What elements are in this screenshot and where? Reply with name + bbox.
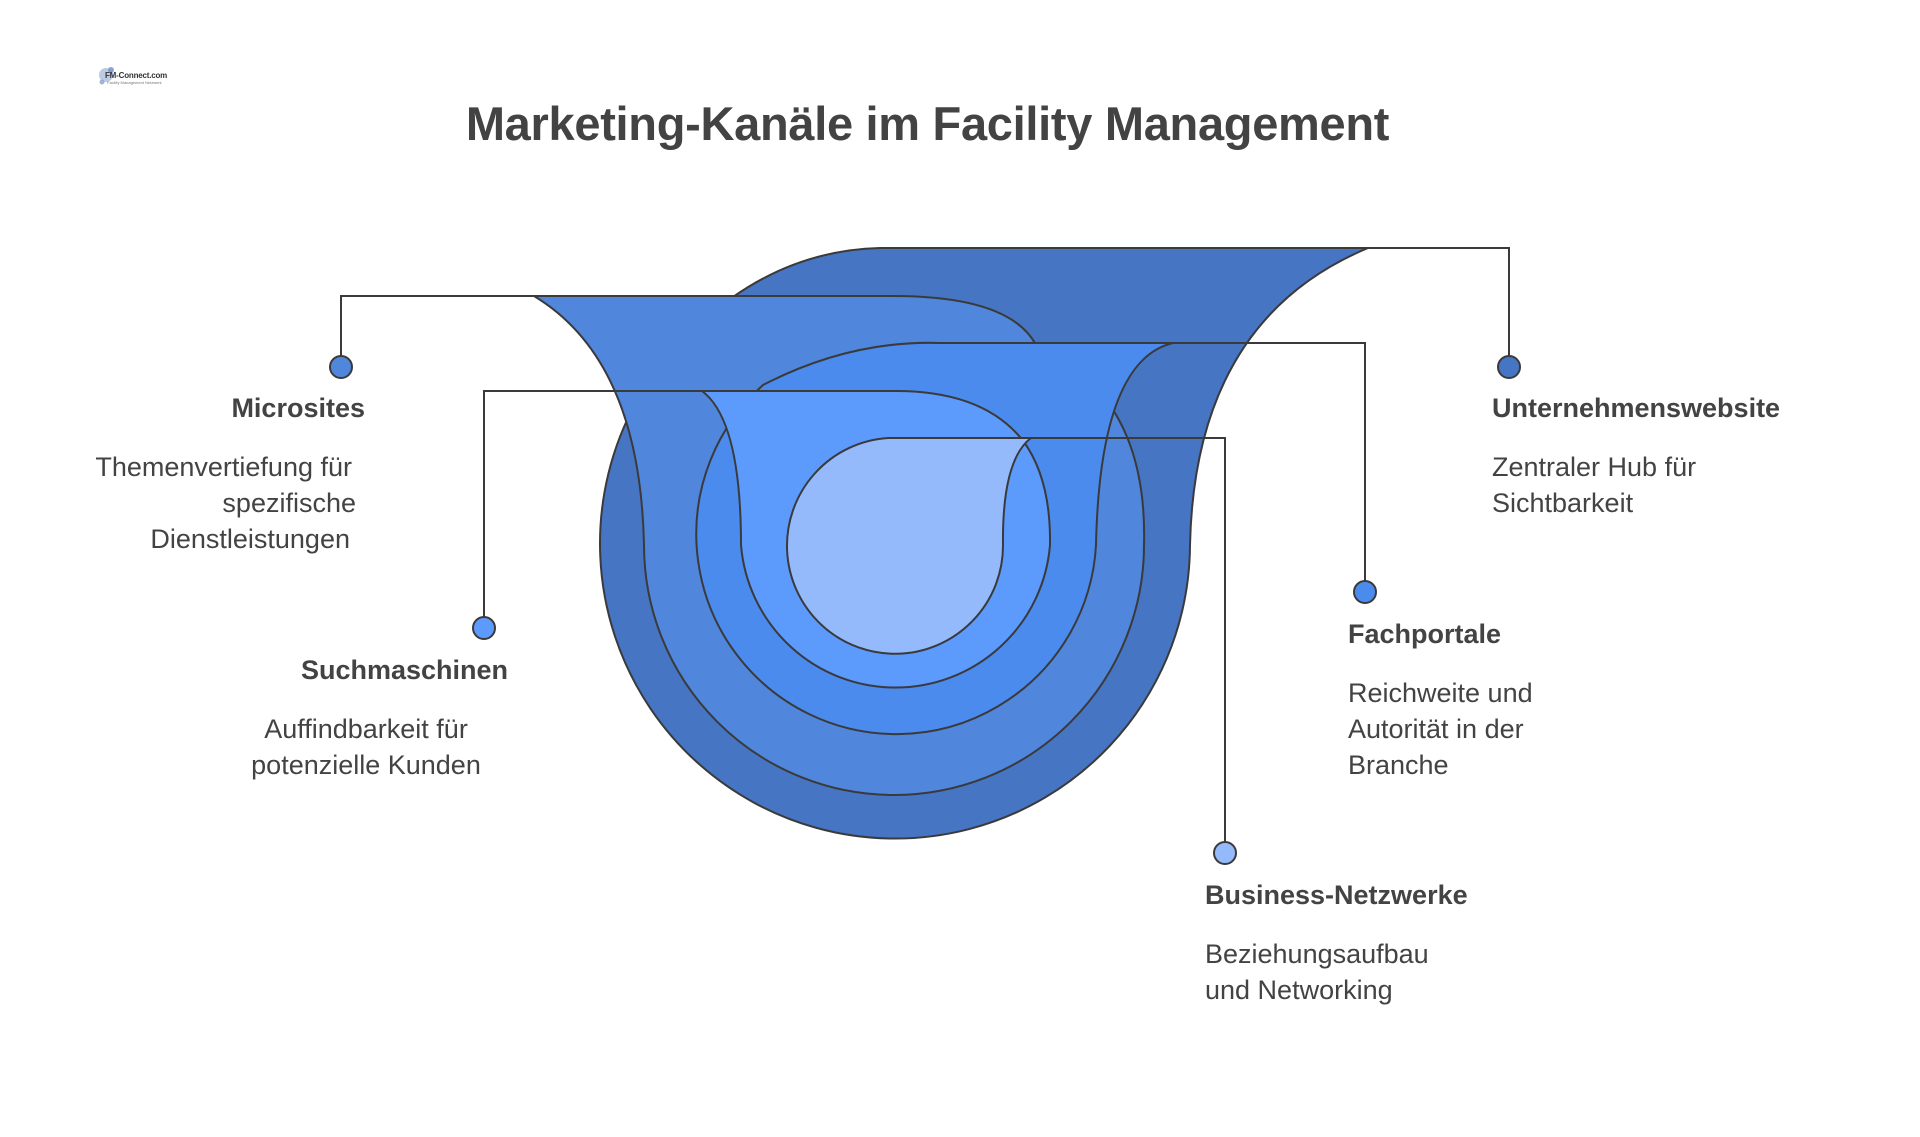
desc-unternehmenswebsite-line-1: Zentraler Hub für bbox=[1492, 452, 1697, 482]
logo-text: FM-Connect.com bbox=[105, 71, 168, 80]
label-suchmaschinen: Suchmaschinen bbox=[300, 655, 508, 685]
marker-dot-suchmaschinen bbox=[472, 616, 496, 640]
desc-fachportale-line-1: Reichweite und bbox=[1348, 678, 1533, 708]
connector-business-netzwerke bbox=[1031, 437, 1226, 843]
desc-business-netzwerke-line-2: und Networking bbox=[1205, 975, 1393, 1005]
funnel-layer-business-netzwerke[interactable] bbox=[786, 437, 1034, 655]
desc-microsites-line-2: spezifische bbox=[222, 488, 356, 518]
label-microsites: Microsites bbox=[231, 393, 365, 423]
label-fachportale: Fachportale bbox=[1348, 619, 1502, 649]
connector-microsites bbox=[340, 295, 536, 356]
brand-logo: FM-Connect.com Facility Management Netzw… bbox=[97, 64, 167, 90]
label-business-netzwerke: Business-Netzwerke bbox=[1205, 880, 1468, 910]
connector-unternehmenswebsite bbox=[1368, 247, 1510, 356]
marker-dot-fachportale bbox=[1353, 580, 1377, 604]
page-title: Marketing-Kanäle im Facility Management bbox=[465, 97, 1390, 150]
label-unternehmenswebsite: Unternehmenswebsite bbox=[1492, 393, 1781, 423]
connector-fachportale bbox=[1173, 342, 1366, 581]
logo-mark-icon bbox=[99, 67, 114, 85]
desc-microsites-line-3: Dienstleistungen bbox=[150, 524, 350, 554]
desc-microsites-line-1: Themenvertiefung für bbox=[95, 452, 352, 482]
marker-dot-unternehmenswebsite bbox=[1497, 355, 1521, 379]
desc-suchmaschinen-line-1: Auffindbarkeit für bbox=[264, 714, 468, 744]
desc-fachportale-line-3: Branche bbox=[1348, 750, 1449, 780]
marker-dot-business-netzwerke bbox=[1213, 841, 1237, 865]
desc-fachportale-line-2: Autorität in der bbox=[1348, 714, 1524, 744]
desc-suchmaschinen-line-2: potenzielle Kunden bbox=[251, 750, 481, 780]
logo-tagline: Facility Management Netzwerk bbox=[107, 80, 162, 85]
desc-business-netzwerke-line-1: Beziehungsaufbau bbox=[1205, 939, 1429, 969]
desc-unternehmenswebsite-line-2: Sichtbarkeit bbox=[1492, 488, 1634, 518]
marker-dot-microsites bbox=[329, 355, 353, 379]
connector-suchmaschinen bbox=[483, 390, 702, 618]
